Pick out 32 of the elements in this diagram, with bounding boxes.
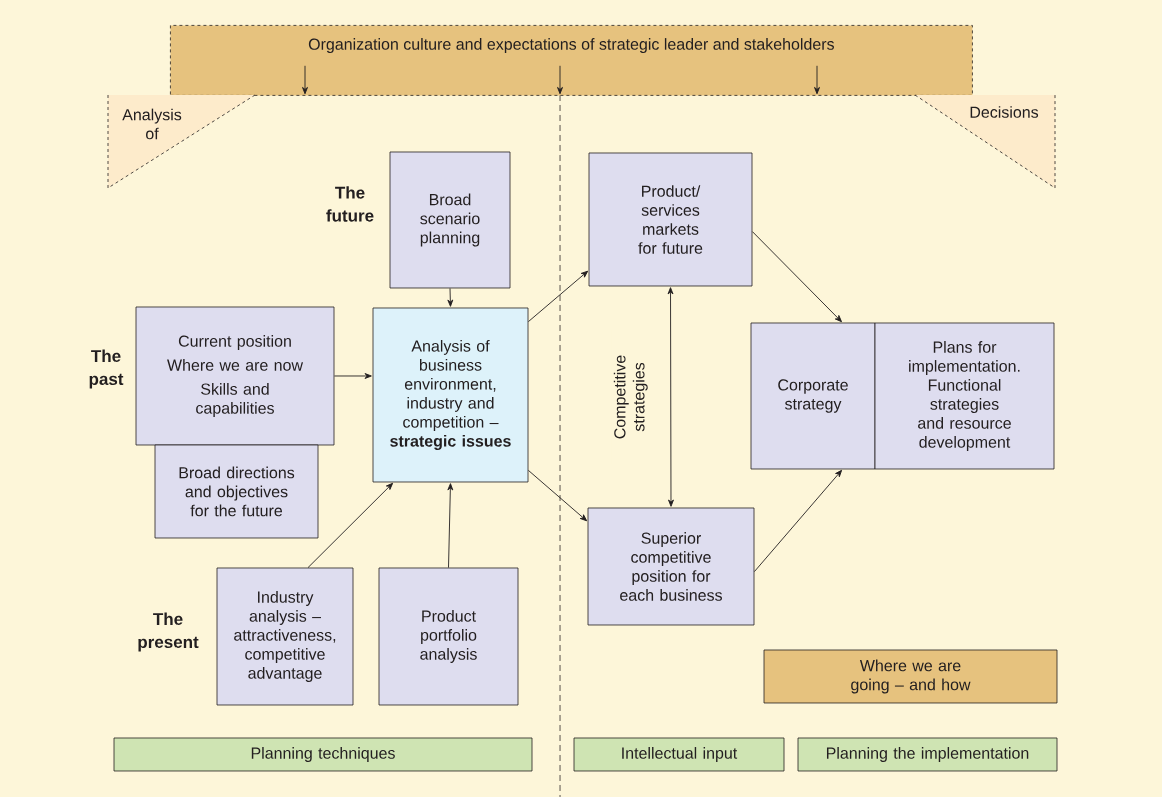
arrow [667, 287, 674, 507]
arrow [447, 287, 454, 307]
arrow [333, 373, 372, 379]
category-bar: Planning the implementation [797, 737, 1058, 772]
process-box: Plans for implementation. Functional strategies and resource development [874, 322, 1055, 470]
process-box: Corporate strategy [750, 322, 876, 470]
arrow [527, 270, 589, 323]
arrow [557, 65, 563, 95]
process-box: Where we are going – and how [763, 649, 1058, 704]
category-bar: Planning techniques [113, 737, 533, 772]
banner-box: Organization culture and expectations of strategic leader and stakeholders [170, 25, 973, 96]
arrow [753, 469, 843, 573]
edge-label: Competitive strategies [611, 330, 650, 464]
triangle-panel: Analysis of [107, 94, 256, 189]
arrow [447, 483, 454, 569]
triangle-panel: Decisions [914, 94, 1056, 189]
process-box: Broad scenario planning [389, 151, 511, 289]
arrow [527, 469, 588, 522]
process-box: Broad directions and objectives for the future [154, 444, 319, 539]
process-box: Analysis of business environment, industry and competition – strategic issues [372, 307, 529, 483]
category-bar: Intellectual input [573, 737, 785, 772]
arrow [814, 65, 820, 95]
section-label: The future [326, 186, 374, 222]
process-box: Superior competitive position for each business [587, 507, 755, 626]
process-box: Current position Where we are now Skills and capabilities [135, 306, 335, 446]
arrow [307, 482, 394, 569]
arrow [302, 65, 308, 95]
section-label: The present [138, 612, 199, 652]
process-box: Product/ services markets for future [588, 152, 753, 287]
process-box: Industry analysis – attractiveness, competitive advantage [216, 567, 354, 706]
arrow [751, 231, 842, 323]
process-box: Product portfolio analysis [378, 567, 519, 706]
